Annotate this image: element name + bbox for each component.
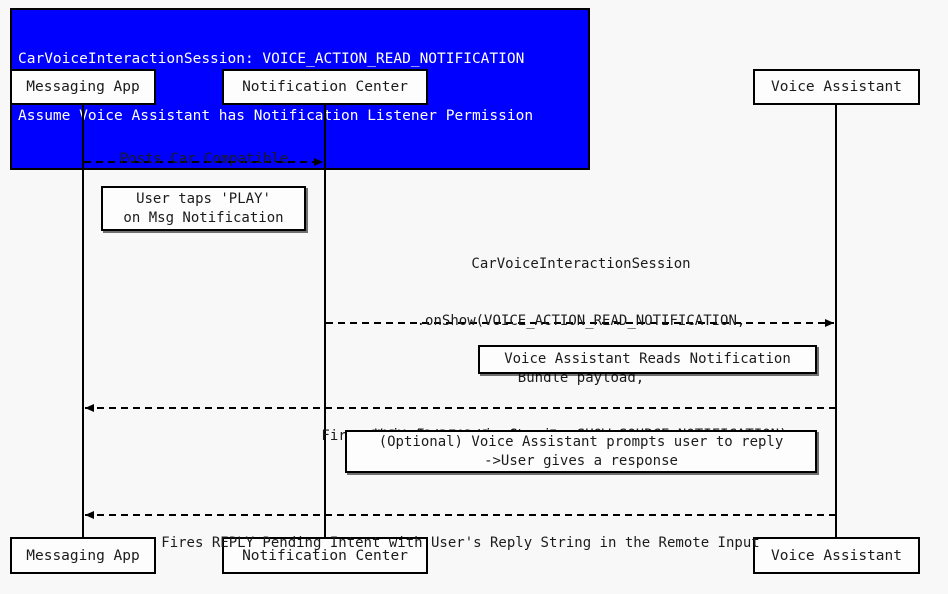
message-label-line: .onShow(VOICE_ACTION_READ_NOTIFICATION, — [416, 313, 746, 329]
note-line: User taps 'PLAY' — [136, 190, 271, 207]
participant-box-voice-assistant-top[interactable]: Voice Assistant — [753, 69, 920, 105]
note-optional-reply: (Optional) Voice Assistant prompts user … — [345, 430, 817, 473]
message-label-reply-intent: Fires REPLY Pending Intent with User's R… — [85, 496, 836, 591]
note-line: (Optional) Voice Assistant prompts user … — [378, 433, 784, 450]
participant-box-messaging-app-bottom[interactable]: Messaging App — [10, 537, 156, 574]
note-line: Voice Assistant Reads Notification — [504, 351, 791, 367]
participant-label: Messaging App — [26, 547, 140, 564]
message-label-line: Fires REPLY Pending Intent with User's R… — [161, 535, 760, 551]
message-label-line: CarVoiceInteractionSession — [471, 256, 691, 272]
note-assistant-reads-notification: Voice Assistant Reads Notification — [478, 345, 817, 374]
participant-label: Voice Assistant — [771, 547, 902, 564]
participant-label: Messaging App — [26, 79, 140, 95]
title-line-1: CarVoiceInteractionSession: VOICE_ACTION… — [18, 51, 525, 67]
title-line-2: Assume Voice Assistant has Notification … — [18, 108, 534, 124]
participant-box-voice-assistant-bottom[interactable]: Voice Assistant — [753, 537, 920, 574]
message-label-line: Posts Car Compatible — [119, 151, 289, 167]
message-label-line: Bundle payload, — [517, 370, 645, 386]
note-user-taps-play: User taps 'PLAY' on Msg Notification — [101, 186, 306, 231]
participant-label: Notification Center — [242, 547, 408, 564]
participant-box-notification-center-bottom[interactable]: Notification Center — [222, 537, 428, 574]
participant-label: Notification Center — [242, 79, 408, 95]
participant-box-messaging-app-top[interactable]: Messaging App — [10, 69, 156, 105]
participant-label: Voice Assistant — [771, 79, 902, 95]
participant-box-notification-center-top[interactable]: Notification Center — [222, 69, 428, 105]
note-line: ->User gives a response — [484, 452, 678, 469]
note-line: on Msg Notification — [123, 209, 284, 226]
